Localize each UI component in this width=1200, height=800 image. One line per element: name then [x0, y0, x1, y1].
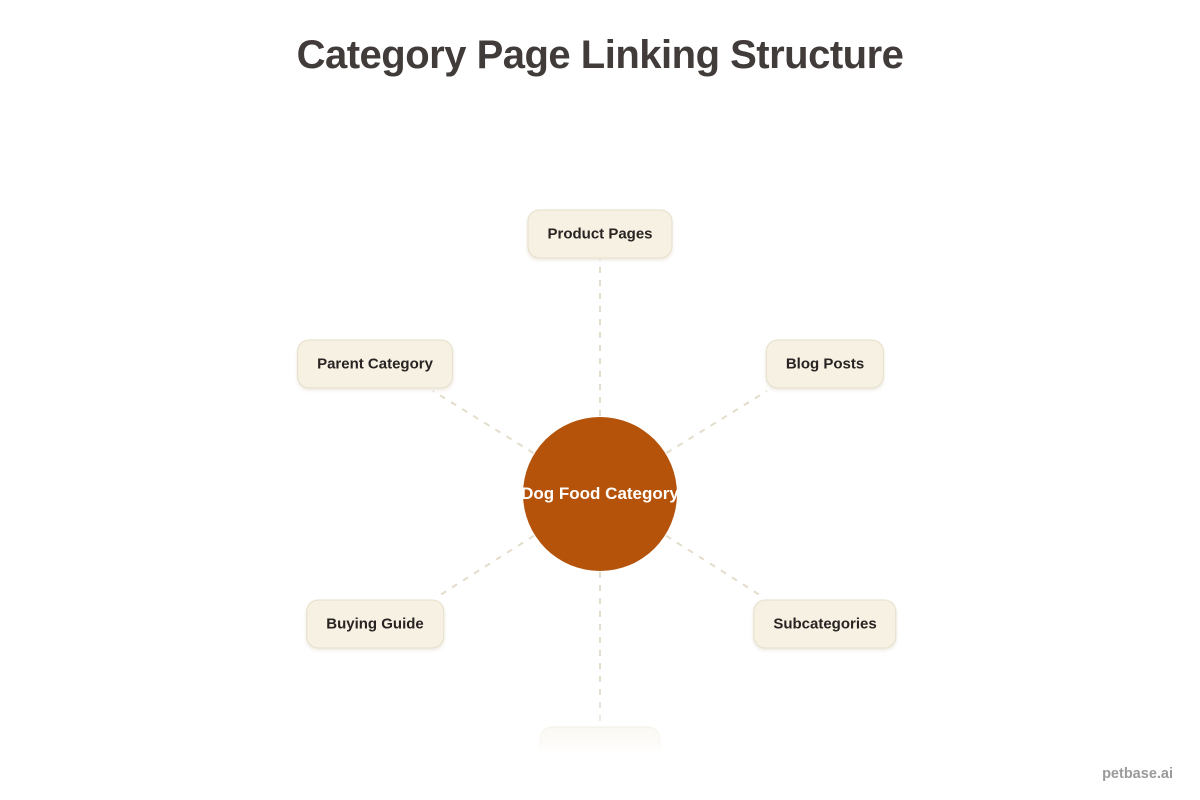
connector-lower-left — [436, 493, 601, 598]
node-subcategories: Subcategories — [753, 599, 897, 649]
node-bottom-cut-off — [540, 726, 660, 776]
connector-lower-right — [599, 493, 764, 598]
node-product-pages: Product Pages — [527, 209, 673, 259]
node-parent-category: Parent Category — [297, 339, 453, 389]
node-blog-posts: Blog Posts — [765, 339, 885, 389]
diagram-title: Category Page Linking Structure — [296, 33, 904, 77]
center-node-dog-food-category: Dog Food Category — [521, 417, 679, 571]
watermark: petbase.ai — [1102, 766, 1173, 782]
node-buying-guide: Buying Guide — [306, 599, 444, 649]
